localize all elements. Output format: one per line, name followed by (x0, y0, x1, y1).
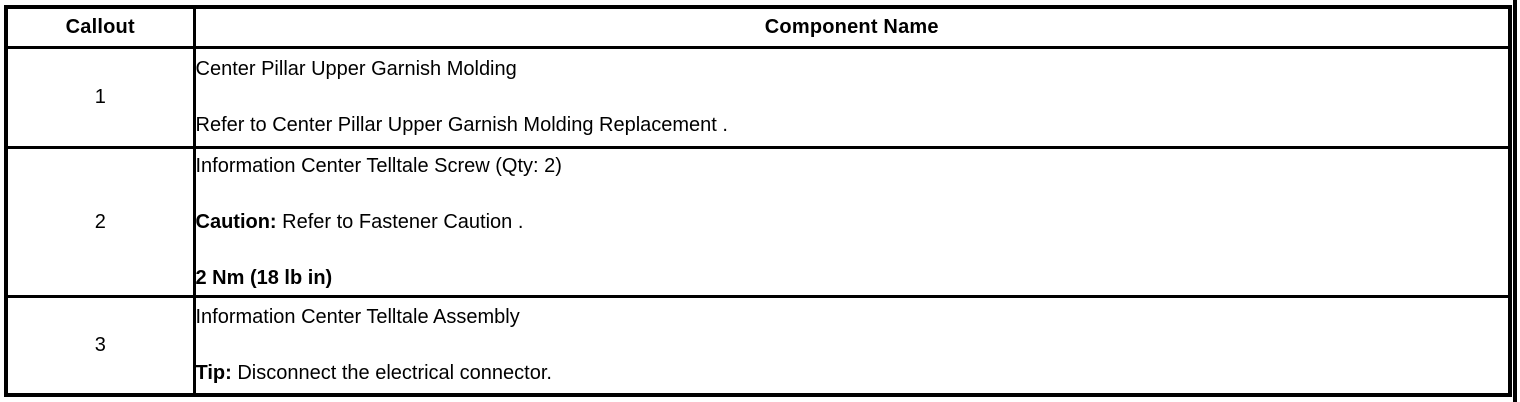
table-header: Callout Component Name (4, 5, 1512, 49)
callout-number-cell: 1 (4, 45, 196, 149)
callout-number-cell: 2 (4, 145, 196, 298)
line-text: Refer to Fastener Caution . (276, 210, 524, 233)
component-name-line: Refer to Center Pillar Upper Garnish Mol… (196, 114, 1509, 136)
column-header-callout: Callout (4, 5, 196, 49)
line-text: Refer to Center Pillar Upper Garnish Mol… (195, 114, 728, 136)
component-name-line: Information Center Telltale Screw (Qty: … (196, 155, 1509, 177)
line-lead-label: Caution: (195, 210, 277, 233)
component-name-line: Information Center Telltale Assembly (196, 306, 1509, 328)
component-name-line: Caution: Refer to Fastener Caution . (196, 211, 1509, 233)
callout-number-cell: 3 (4, 294, 196, 397)
line-text: Information Center Telltale Assembly (195, 306, 520, 329)
line-text: Disconnect the electrical connector. (231, 362, 552, 385)
component-name-cell: Information Center Telltale Screw (Qty: … (192, 145, 1512, 298)
line-text: 2 Nm (18 lb in) (195, 266, 333, 289)
line-text: Information Center Telltale Screw (Qty: … (195, 154, 562, 177)
column-header-component-name: Component Name (192, 5, 1512, 49)
component-name-line: Center Pillar Upper Garnish Molding (196, 58, 1509, 80)
page-frame-rule (1513, 0, 1517, 402)
line-lead-label: Tip: (195, 362, 232, 385)
component-name-line: 2 Nm (18 lb in) (196, 267, 1509, 289)
line-text: Center Pillar Upper Garnish Molding (195, 58, 517, 80)
table-header-row: Callout Component Name (4, 5, 1512, 49)
component-name-line: Tip: Disconnect the electrical connector… (196, 362, 1509, 384)
component-name-block: Information Center Telltale Screw (Qty: … (196, 155, 1509, 289)
